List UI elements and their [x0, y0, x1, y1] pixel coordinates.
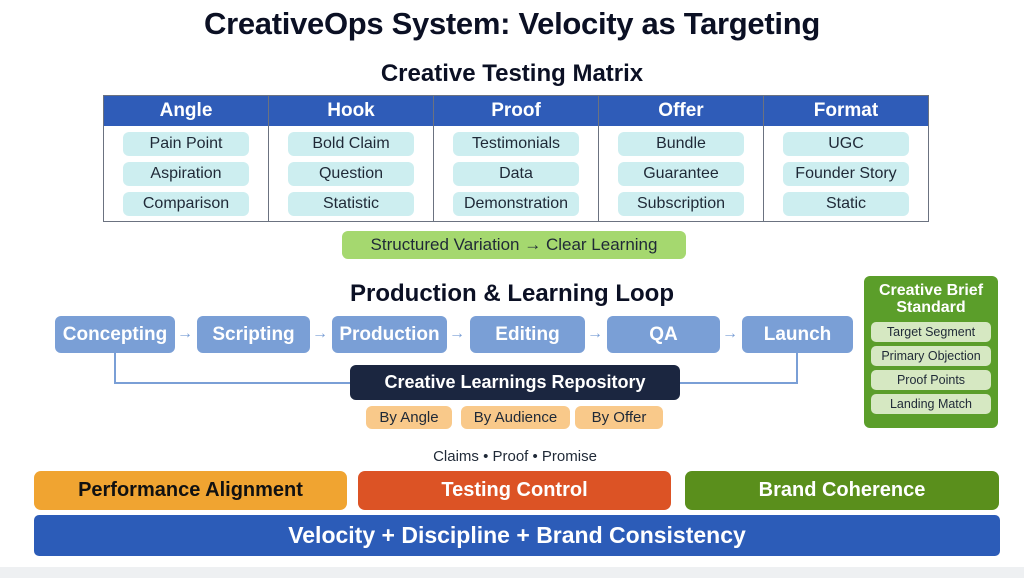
loop-title: Production & Learning Loop	[350, 280, 674, 307]
arrow-right-icon: →	[587, 325, 603, 342]
brief-item: Landing Match	[871, 394, 991, 414]
matrix-cell: Aspiration	[123, 162, 249, 186]
pillar-performance-alignment: Performance Alignment	[34, 471, 347, 510]
matrix-column-offer: Offer Bundle Guarantee Subscription	[599, 96, 764, 221]
pillar-testing-control: Testing Control	[358, 471, 671, 510]
matrix-title: Creative Testing Matrix	[380, 60, 644, 87]
matrix-column-angle: Angle Pain Point Aspiration Comparison	[104, 96, 269, 221]
matrix-cell: Subscription	[618, 192, 744, 216]
matrix-cell: Statistic	[288, 192, 414, 216]
repo-tag-by-audience: By Audience	[461, 406, 570, 429]
matrix-cell: Question	[288, 162, 414, 186]
matrix-cell: Demonstration	[453, 192, 579, 216]
pillars-caption: Claims • Proof • Promise	[433, 448, 597, 465]
pillar-brand-coherence: Brand Coherence	[685, 471, 999, 510]
step-scripting: Scripting	[197, 316, 310, 353]
learnings-repository: Creative Learnings Repository	[350, 365, 680, 400]
step-editing: Editing	[470, 316, 585, 353]
matrix-header: Hook	[269, 96, 433, 126]
connector-line	[796, 353, 798, 383]
matrix-cell: Founder Story	[783, 162, 909, 186]
arrow-right-icon: →	[177, 325, 193, 342]
arrow-right-icon: →	[449, 325, 465, 342]
matrix-cell: Static	[783, 192, 909, 216]
matrix-cell: UGC	[783, 132, 909, 156]
brief-item: Target Segment	[871, 322, 991, 342]
brief-title: Creative Brief Standard	[878, 282, 984, 316]
creative-brief-standard: Creative Brief Standard Target Segment P…	[864, 276, 998, 428]
creative-testing-matrix: Angle Pain Point Aspiration Comparison H…	[103, 95, 929, 222]
matrix-cell: Testimonials	[453, 132, 579, 156]
footer-strip	[0, 567, 1024, 578]
connector-line	[678, 382, 798, 384]
connector-line	[114, 353, 116, 383]
matrix-column-format: Format UGC Founder Story Static	[764, 96, 928, 221]
step-qa: QA	[607, 316, 720, 353]
step-concepting: Concepting	[55, 316, 175, 353]
step-production: Production	[332, 316, 447, 353]
repo-tag-by-angle: By Angle	[366, 406, 452, 429]
step-launch: Launch	[742, 316, 853, 353]
matrix-cell: Data	[453, 162, 579, 186]
matrix-header: Offer	[599, 96, 763, 126]
arrow-right-icon: →	[722, 325, 738, 342]
page-title: CreativeOps System: Velocity as Targetin…	[204, 6, 820, 41]
matrix-column-hook: Hook Bold Claim Question Statistic	[269, 96, 434, 221]
matrix-tagline: Structured Variation → Clear Learning	[342, 231, 686, 259]
matrix-header: Angle	[104, 96, 268, 126]
foundation-bar: Velocity + Discipline + Brand Consistenc…	[34, 515, 1000, 556]
brief-item: Proof Points	[871, 370, 991, 390]
matrix-header: Proof	[434, 96, 598, 126]
matrix-cell: Bold Claim	[288, 132, 414, 156]
connector-line	[114, 382, 352, 384]
arrow-right-icon: →	[312, 325, 328, 342]
matrix-cell: Bundle	[618, 132, 744, 156]
matrix-cell: Pain Point	[123, 132, 249, 156]
repo-tag-by-offer: By Offer	[575, 406, 663, 429]
matrix-column-proof: Proof Testimonials Data Demonstration	[434, 96, 599, 221]
brief-item: Primary Objection	[871, 346, 991, 366]
matrix-header: Format	[764, 96, 928, 126]
matrix-cell: Guarantee	[618, 162, 744, 186]
matrix-cell: Comparison	[123, 192, 249, 216]
